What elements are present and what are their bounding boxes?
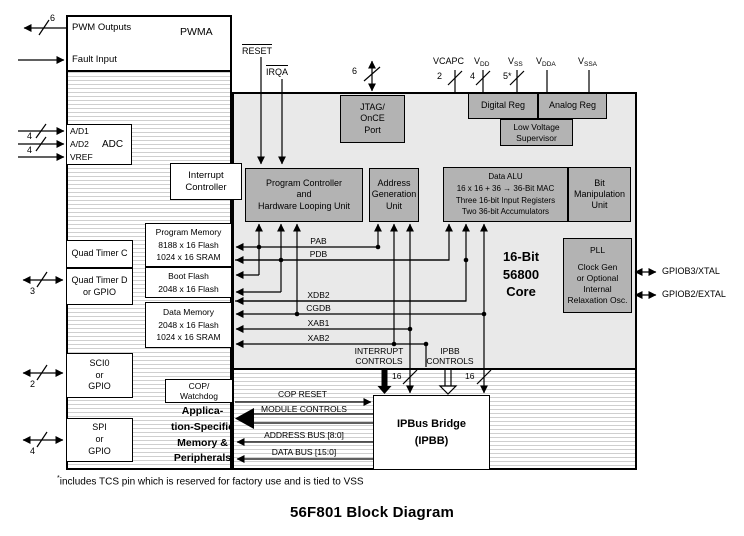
analog-reg-block: Analog Reg	[538, 93, 607, 119]
sci-width-label: 2	[30, 379, 36, 389]
bus-label-pdb: PDB	[309, 249, 328, 259]
bus-label-xdb2: XDB2	[307, 290, 330, 300]
vref-label: VREF	[70, 152, 93, 162]
adc-block	[66, 124, 132, 165]
ad2-arrow	[18, 136, 65, 152]
bus-width-16-a: 16	[392, 371, 402, 381]
pc-wire-1	[235, 223, 263, 279]
cop-reset-label: COP RESET	[278, 389, 327, 399]
vss-pin-label: VSS	[508, 56, 523, 68]
ad2-width-label: 4	[27, 145, 33, 155]
spi-arrow	[22, 431, 64, 448]
bus-label-pab: PAB	[310, 236, 327, 246]
alu-wire-1	[235, 223, 453, 261]
sci-arrow	[22, 364, 64, 381]
vss-wire	[509, 70, 525, 93]
module-controls-label: MODULE CONTROLS	[261, 404, 347, 414]
vss-width-label: 5*	[503, 71, 512, 81]
pwma-block	[66, 15, 232, 72]
quad-timer-c-block: Quad Timer C	[66, 240, 133, 268]
pwm-outputs-label: PWM Outputs	[72, 22, 132, 33]
ipbb-controls-arrow	[438, 369, 458, 395]
vdda-pin-label: VDDA	[536, 56, 556, 68]
jtag-width-label: 6	[352, 66, 358, 76]
gpiob3-xtal-label: GPIOB3/XTAL	[662, 266, 720, 276]
vcapc-pin-label: VCAPC	[433, 56, 465, 66]
interrupt-controls-arrow	[377, 369, 392, 394]
jtag-arrow	[363, 60, 381, 92]
diagram-title: 56F801 Block Diagram	[289, 504, 455, 521]
agu-wire-3	[402, 223, 418, 394]
gpiob2-extal-label: GPIOB2/EXTAL	[662, 289, 726, 299]
vssa-pin-label: VSSA	[578, 56, 598, 68]
quad-timer-width-label: 3	[30, 286, 36, 296]
ad1-width-label: 4	[27, 131, 33, 141]
ad2-label: A/D2	[70, 139, 89, 149]
vdd-pin-label: VDD	[474, 56, 490, 68]
bus-label-xab1: XAB1	[307, 318, 330, 328]
fault-input-label: Fault Input	[72, 54, 117, 65]
adc-label: ADC	[102, 139, 124, 150]
bus-width-16-b: 16	[465, 371, 475, 381]
reset-pin-label: RESET	[242, 44, 273, 56]
ipbus-bridge-block: IPBus Bridge(IPBB)	[373, 395, 490, 470]
irqa-pin-label: IRQA	[266, 65, 289, 77]
vcapc-width-label: 2	[437, 71, 443, 81]
alu-wire-2	[235, 223, 470, 302]
pwma-label: PWMA	[180, 26, 213, 38]
ad1-arrow	[18, 123, 65, 139]
footnote: *includes TCS pin which is reserved for …	[57, 475, 364, 488]
alu-wire-3	[476, 223, 492, 394]
ad1-label: A/D1	[70, 126, 89, 136]
data-bus-label: DATA BUS [15:0]	[271, 447, 337, 457]
bus-xab2	[235, 340, 427, 367]
quad-timer-arrow	[22, 271, 64, 288]
spi-width-label: 4	[30, 446, 36, 456]
cop-watchdog-block: COP/Watchdog	[165, 379, 233, 403]
bus-label-cgdb: CGDB	[306, 303, 331, 313]
junction-dots	[256, 244, 487, 347]
digital-reg-block: Digital Reg	[468, 93, 538, 119]
address-bus-label: ADDRESS BUS [8:0]	[264, 430, 344, 440]
module-controls-arrow	[235, 408, 373, 429]
bus-label-xab2: XAB2	[307, 333, 330, 343]
vdd-wire	[475, 70, 491, 93]
pwm-width-label: 6	[50, 13, 56, 23]
vcapc-wire	[447, 70, 463, 92]
pwm-outputs-arrow	[23, 19, 66, 36]
vdd-width-label: 4	[470, 71, 476, 81]
